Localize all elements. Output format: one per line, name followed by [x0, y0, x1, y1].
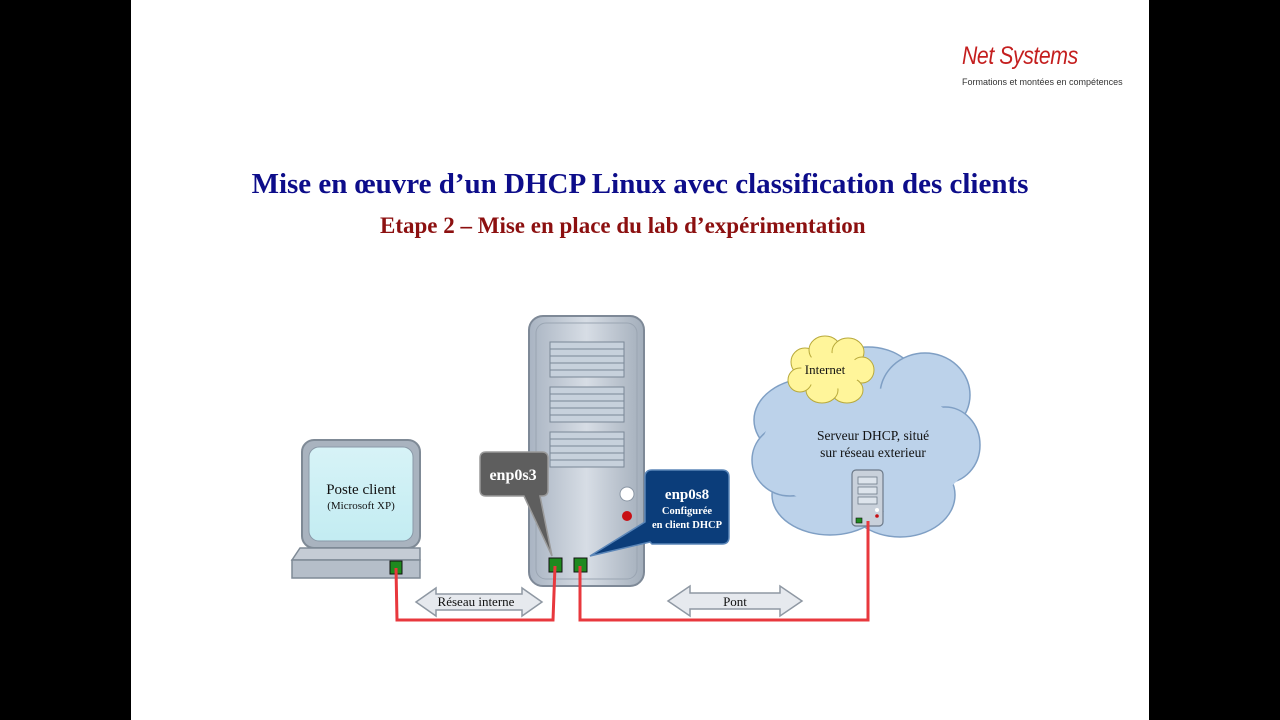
- dhcp-server-label-line1: Serveur DHCP, situé: [817, 428, 929, 443]
- bridge-label: Pont: [723, 594, 747, 609]
- enp0s8-label: enp0s8: [665, 487, 709, 503]
- internet-label: Internet: [805, 362, 846, 377]
- company-tagline: Formations et montées en compétences: [962, 77, 1123, 87]
- page-subtitle: Etape 2 – Mise en place du lab d’expérim…: [380, 213, 866, 238]
- client-os-label: (Microsoft XP): [327, 500, 395, 512]
- enp0s8-note-line1: Configurée: [662, 506, 712, 517]
- internal-network-arrow: [414, 586, 544, 618]
- page-title: Mise en œuvre d’un DHCP Linux avec class…: [251, 168, 1029, 200]
- enp0s3-callout: [479, 451, 553, 557]
- network-cables: [394, 521, 870, 622]
- dhcp-server-label-line2: sur réseau exterieur: [820, 445, 926, 460]
- enp0s8-callout: [589, 469, 730, 557]
- company-logo: Net Systems: [962, 42, 1078, 70]
- enp0s8-note-line2: en client DHCP: [652, 520, 723, 531]
- bridge-arrow: [666, 584, 804, 618]
- client-label: Poste client: [326, 482, 396, 498]
- client-computer-icon: [290, 439, 421, 579]
- linux-server-tower-icon: [528, 315, 645, 587]
- dhcp-server-icon: [851, 469, 884, 527]
- enp0s3-label: enp0s3: [489, 467, 536, 484]
- internal-network-label: Réseau interne: [438, 594, 515, 609]
